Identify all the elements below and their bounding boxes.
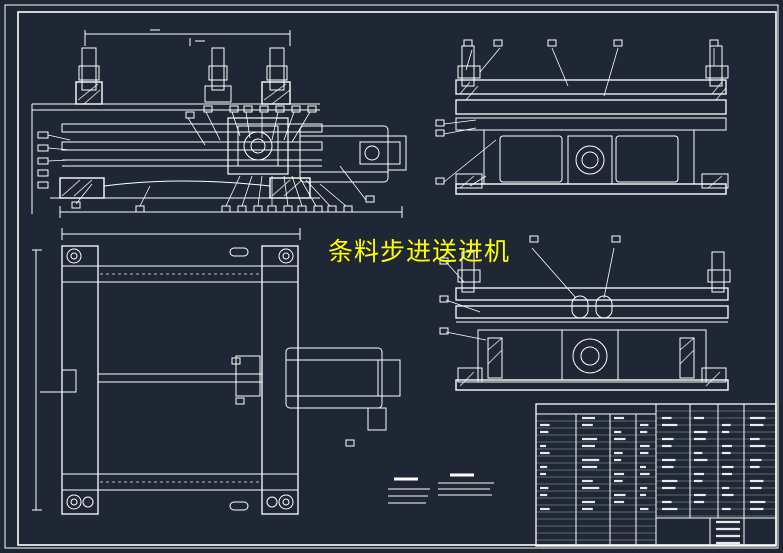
balloon-tag (327, 205, 337, 213)
balloon-tag (291, 105, 301, 113)
section-view-hatching (459, 337, 721, 387)
balloon-tag (435, 119, 445, 127)
balloon-tag (243, 105, 253, 113)
parts-list-table (535, 403, 777, 547)
technical-notes (388, 473, 494, 504)
balloon-tag (345, 439, 355, 447)
balloon-tags (71, 39, 719, 447)
front-view-hatching (61, 83, 303, 197)
balloon-tag (283, 205, 293, 213)
section-view (455, 251, 731, 391)
side-view-top-leaders (443, 47, 715, 187)
balloon-tag (229, 105, 239, 113)
balloon-tag (135, 205, 145, 213)
balloon-tag (267, 205, 277, 213)
balloon-tag (463, 39, 473, 47)
balloon-tag (297, 205, 307, 213)
balloon-tag (613, 39, 623, 47)
balloon-tag (275, 105, 285, 113)
balloon-tag (529, 235, 539, 243)
balloon-tag (259, 105, 269, 113)
balloon-tag (203, 105, 213, 113)
balloon-tag (611, 235, 621, 243)
balloon-tag (307, 105, 317, 113)
drawing-title: 条料步进送进机 (328, 237, 511, 266)
plan-view (32, 228, 401, 515)
front-view-leaders (47, 111, 367, 207)
parts-list-entries (540, 416, 766, 545)
front-view (31, 29, 407, 218)
balloon-tag (71, 201, 81, 209)
balloon-tag (493, 39, 503, 47)
balloon-tag (231, 357, 241, 365)
balloon-tag (221, 205, 231, 213)
side-view-top-hatching (459, 81, 727, 189)
drawing-frame (4, 4, 779, 549)
balloon-tag (253, 205, 263, 213)
balloon-tag (439, 295, 449, 303)
side-view-top (455, 45, 729, 195)
section-view-leaders (445, 247, 615, 341)
balloon-tag (547, 39, 557, 47)
balloon-tag (343, 205, 353, 213)
balloon-tag (439, 327, 449, 335)
parts-list-rows (536, 410, 776, 541)
balloon-tag (365, 195, 375, 203)
balloon-tag (235, 397, 245, 405)
balloon-tag (313, 205, 323, 213)
balloon-tag (185, 111, 195, 119)
balloon-tag (709, 39, 719, 47)
balloon-tag (439, 257, 449, 265)
plan-view-dashed-rails (100, 273, 260, 483)
balloon-tag (237, 205, 247, 213)
balloon-tag (435, 129, 445, 137)
balloon-tag (435, 177, 445, 185)
